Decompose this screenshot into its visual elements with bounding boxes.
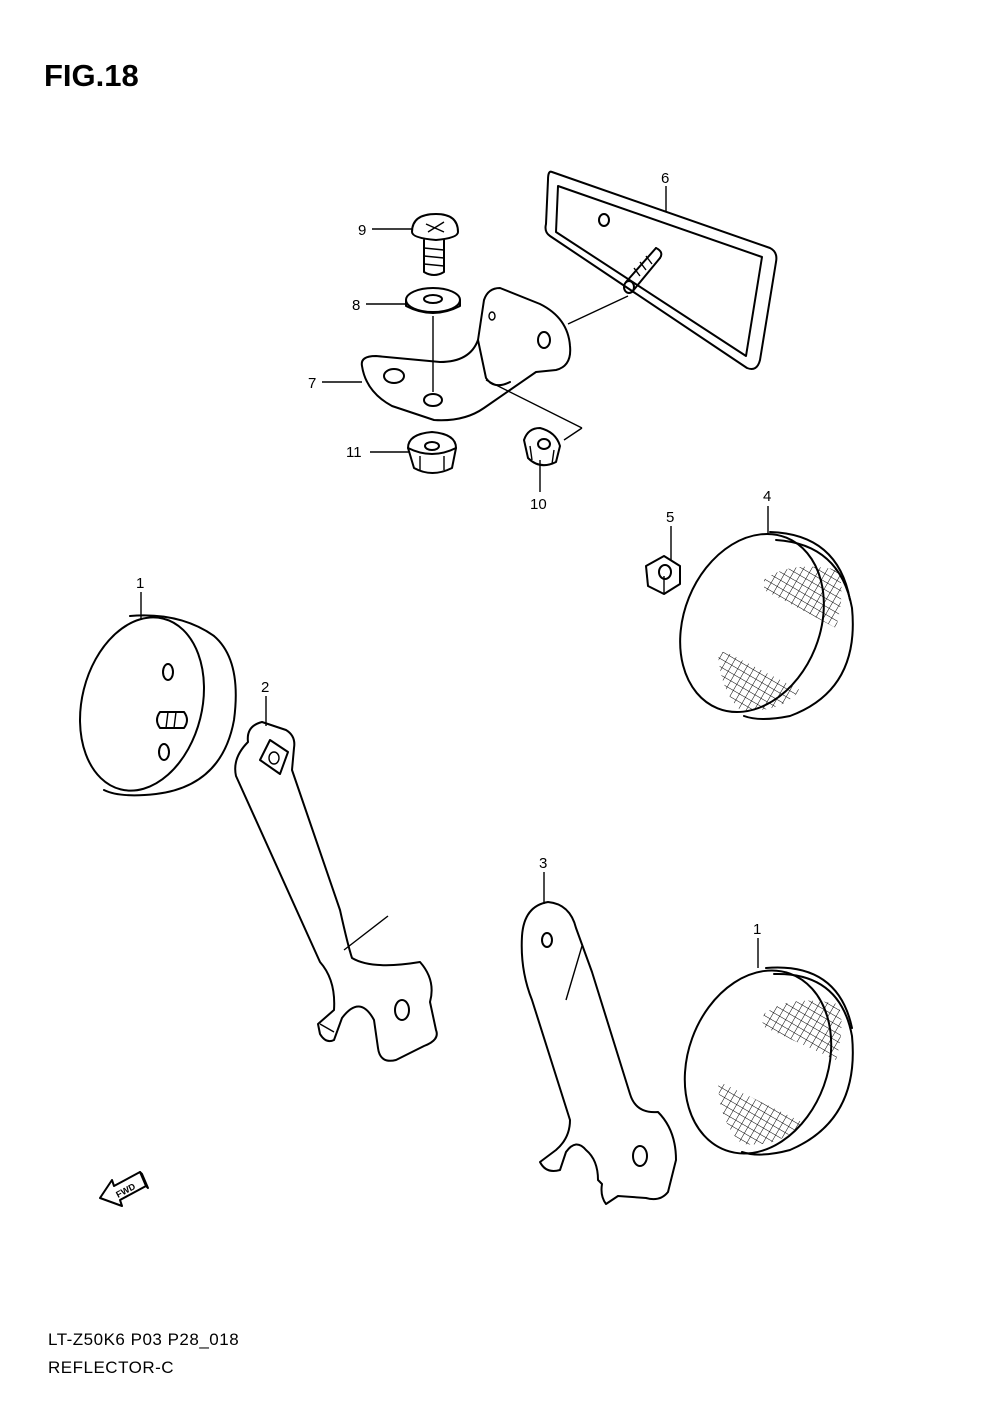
callout-8: 8	[352, 297, 360, 314]
fwd-arrow: FWD	[99, 1171, 149, 1207]
leader-lines	[140, 186, 769, 968]
bracket-rectangular	[360, 287, 629, 441]
callout-11: 11	[346, 444, 362, 461]
bracket-left	[234, 721, 438, 1062]
callout-1-right: 1	[753, 921, 761, 938]
callout-7: 7	[308, 375, 316, 392]
reflector-rectangular	[544, 170, 778, 370]
reflector-round-left	[79, 614, 237, 797]
reflector-round-upper	[679, 531, 854, 720]
reflector-round-lower	[683, 966, 854, 1156]
callout-numbers: 9 6 8 7 11 10 5 4 1 2 3 1	[136, 170, 771, 938]
nut-flange-large	[407, 431, 457, 474]
callout-5: 5	[666, 509, 674, 526]
callout-10: 10	[530, 496, 547, 513]
washer	[405, 287, 461, 314]
nut-small	[645, 555, 681, 595]
section-name: REFLECTOR-C	[48, 1358, 175, 1377]
figure-title: FIG.18	[44, 58, 139, 93]
nut-flange	[523, 427, 561, 467]
bracket-right	[520, 901, 677, 1205]
screw	[411, 213, 459, 276]
model-code: LT-Z50K6 P03 P28_018	[48, 1330, 240, 1349]
callout-6: 6	[661, 170, 669, 187]
callout-9: 9	[358, 222, 366, 239]
callout-2: 2	[261, 679, 269, 696]
callout-3: 3	[539, 855, 547, 872]
callout-1-left: 1	[136, 575, 144, 592]
callout-4: 4	[763, 488, 771, 505]
